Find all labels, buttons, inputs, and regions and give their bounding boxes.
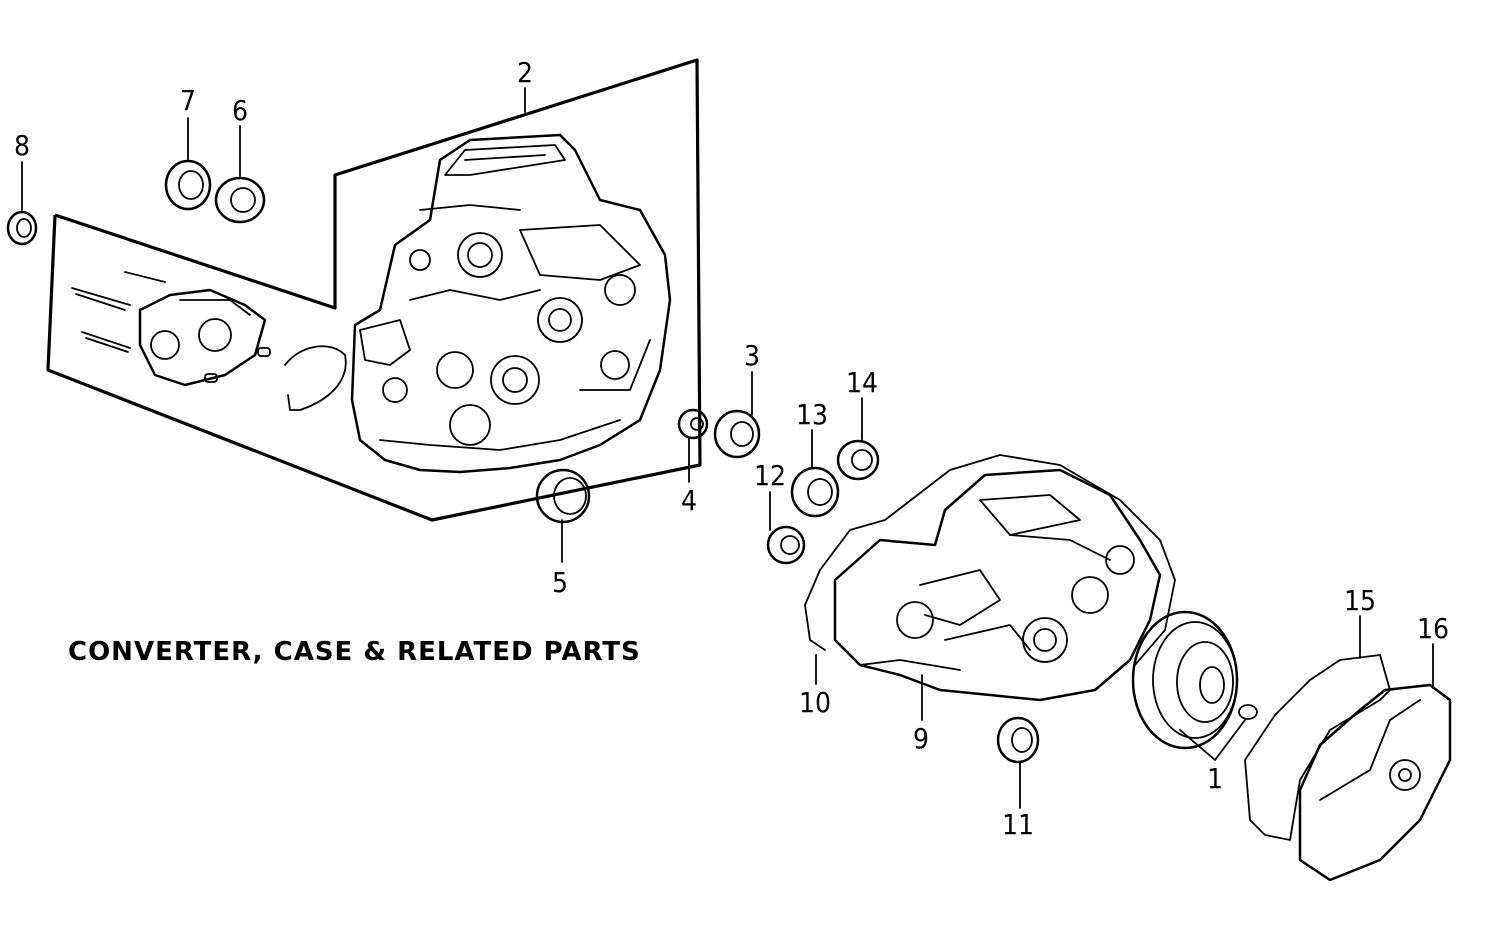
- plug-4-illustration: [677, 408, 709, 440]
- callout-labels: 2 7 6 8 5 4 3 13 14 12 10 9 11 1 15 16: [14, 56, 1449, 841]
- seal-5-illustration: [535, 468, 591, 524]
- oil-pump-illustration: [71, 271, 347, 411]
- callout-11: 11: [1002, 808, 1034, 841]
- seal-11-illustration: [996, 716, 1040, 764]
- group-frame: [46, 58, 702, 522]
- bearing-13-illustration: [790, 466, 840, 518]
- callout-4: 4: [681, 484, 697, 517]
- callout-15: 15: [1344, 584, 1376, 617]
- converter-housing-illustration: [833, 468, 1162, 702]
- bearing-12-illustration: [766, 525, 806, 565]
- bearing-14-illustration: [836, 439, 880, 481]
- torque-converter-illustration: [1131, 610, 1258, 750]
- bearing-6-illustration: [214, 176, 266, 224]
- callout-1: 1: [1207, 762, 1223, 795]
- callout-12: 12: [754, 459, 786, 492]
- callout-13: 13: [796, 398, 828, 431]
- seal-8-illustration: [6, 210, 38, 246]
- callout-6: 6: [232, 94, 248, 127]
- diagram-caption: CONVERTER, CASE & RELATED PARTS: [68, 637, 641, 667]
- housing-gasket-illustration: [804, 454, 1176, 666]
- callout-10: 10: [799, 686, 831, 719]
- callout-3: 3: [744, 339, 760, 372]
- leader-lines: [21, 87, 1434, 809]
- callout-8: 8: [14, 129, 30, 162]
- transmission-case-illustration: [350, 133, 672, 474]
- callout-16: 16: [1417, 612, 1449, 645]
- bearing-3-illustration: [713, 409, 761, 459]
- callout-14: 14: [846, 366, 878, 399]
- callout-9: 9: [913, 722, 929, 755]
- end-cover-illustration: [1298, 683, 1452, 882]
- callout-5: 5: [552, 566, 568, 599]
- seal-7-illustration: [164, 159, 212, 211]
- callout-7: 7: [180, 84, 196, 117]
- cover-gasket-illustration: [1244, 654, 1391, 841]
- callout-2: 2: [517, 56, 533, 89]
